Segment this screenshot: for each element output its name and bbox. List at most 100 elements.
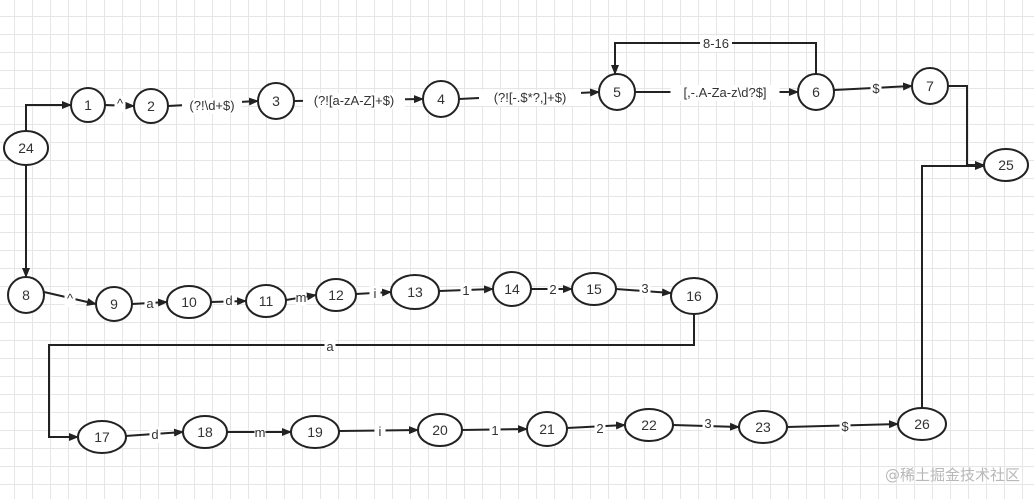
state-node-9[interactable]: 9 (95, 286, 133, 322)
state-node-18[interactable]: 18 (182, 415, 228, 449)
state-node-13[interactable]: 13 (390, 274, 440, 310)
state-label: 16 (686, 288, 702, 304)
state-node-14[interactable]: 14 (492, 271, 532, 307)
state-circle (95, 286, 133, 322)
state-node-21[interactable]: 21 (526, 411, 568, 447)
state-node-10[interactable]: 10 (166, 285, 212, 319)
edge-10-to-11: d (210, 293, 247, 309)
state-label: 23 (755, 419, 771, 435)
edge-2-to-3: (?!\d+$) (167, 97, 259, 114)
edge-label: 2 (549, 282, 556, 297)
state-node-25[interactable]: 25 (983, 148, 1029, 182)
edge-3-to-4: (?![a-zA-Z]+$) (293, 93, 424, 109)
state-node-11[interactable]: 11 (245, 284, 287, 318)
edge-label: (?![-.$*?,]+$) (494, 90, 567, 105)
state-node-7[interactable]: 7 (911, 67, 949, 105)
edge-label: i (374, 286, 377, 301)
edge-arrow (48, 314, 695, 441)
state-label: 24 (18, 140, 34, 156)
edge-label-bg (639, 281, 651, 297)
edge-4-to-5: (?![-.$*?,]+$) (458, 88, 600, 106)
state-label: 15 (586, 281, 602, 297)
state-node-1[interactable]: 1 (70, 87, 106, 123)
edge-label: 1 (462, 283, 469, 298)
edge-18-to-19: m (227, 425, 292, 441)
edge-label-bg (64, 291, 76, 307)
state-label: 3 (272, 93, 280, 109)
state-node-20[interactable]: 20 (417, 413, 463, 447)
state-node-8[interactable]: 8 (7, 276, 45, 314)
edge-label-bg (489, 423, 501, 439)
state-label: 21 (539, 421, 555, 437)
state-circle (70, 87, 106, 123)
state-circle (422, 80, 460, 118)
state-node-23[interactable]: 23 (738, 410, 788, 444)
state-node-16[interactable]: 16 (670, 277, 718, 315)
state-circle (133, 88, 169, 124)
state-label: 5 (613, 84, 621, 100)
edge-label-bg (223, 293, 235, 309)
edge-21-to-22: 2 (566, 421, 626, 437)
edge-label: [,-.A-Za-z\d?$] (683, 85, 766, 100)
edge-label-bg (479, 90, 581, 106)
edge-label: 8-16 (703, 36, 729, 51)
edge-label: m (255, 425, 266, 440)
edge-23-to-26: $ (786, 419, 899, 435)
edge-label-bg (369, 286, 381, 302)
state-node-15[interactable]: 15 (571, 272, 617, 306)
state-label: 22 (641, 417, 657, 433)
state-node-24[interactable]: 24 (3, 130, 49, 166)
state-node-22[interactable]: 22 (624, 408, 674, 442)
state-circle (911, 67, 949, 105)
edge-16-to-17: a (48, 314, 695, 441)
state-label: 8 (22, 287, 30, 303)
edge-label-bg (149, 427, 161, 443)
state-circle (166, 285, 212, 319)
edge-label-bg (594, 421, 606, 437)
watermark: @稀土掘金技术社区 (884, 466, 1020, 484)
state-node-2[interactable]: 2 (133, 88, 169, 124)
edge-6-to-7: $ (833, 81, 913, 97)
state-node-5[interactable]: 5 (598, 73, 636, 111)
edge-24-to-1 (25, 101, 72, 131)
state-label: 13 (407, 284, 423, 300)
edge-label-bg (547, 282, 559, 298)
state-node-17[interactable]: 17 (77, 420, 127, 454)
state-node-26[interactable]: 26 (897, 407, 947, 441)
state-node-6[interactable]: 6 (797, 73, 835, 111)
edge-label-bg (303, 93, 405, 109)
state-node-19[interactable]: 19 (290, 415, 340, 449)
edge-label-bg (702, 416, 714, 432)
edge-label: 3 (704, 416, 711, 431)
state-circle (77, 420, 127, 454)
edge-14-to-15: 2 (531, 282, 573, 298)
state-label: 20 (432, 422, 448, 438)
state-label: 1 (84, 97, 92, 113)
edge-label-bg (254, 425, 266, 441)
edge-arrow (948, 85, 985, 169)
edge-label-bg (114, 96, 126, 112)
state-circle (492, 271, 532, 307)
edge-label: m (296, 290, 307, 305)
edge-19-to-20: i (338, 424, 419, 440)
edge-13-to-14: 1 (438, 283, 494, 299)
edge-label: a (146, 296, 154, 311)
state-circle (182, 415, 228, 449)
edge-7-to-25 (948, 85, 985, 169)
edge-1-to-2: ^ (104, 96, 135, 112)
state-node-12[interactable]: 12 (315, 278, 357, 312)
state-circle (315, 278, 357, 312)
state-node-4[interactable]: 4 (422, 80, 460, 118)
state-label: 11 (259, 293, 274, 309)
state-circle (257, 82, 295, 120)
edge-20-to-21: 1 (461, 423, 528, 439)
edge-label: (?![a-zA-Z]+$) (314, 93, 395, 108)
edge-label-bg (460, 283, 472, 299)
state-node-3[interactable]: 3 (257, 82, 295, 120)
edge-11-to-12: m (285, 290, 317, 306)
state-circle (670, 277, 718, 315)
state-circle (571, 272, 617, 306)
edge-label: 1 (491, 423, 498, 438)
